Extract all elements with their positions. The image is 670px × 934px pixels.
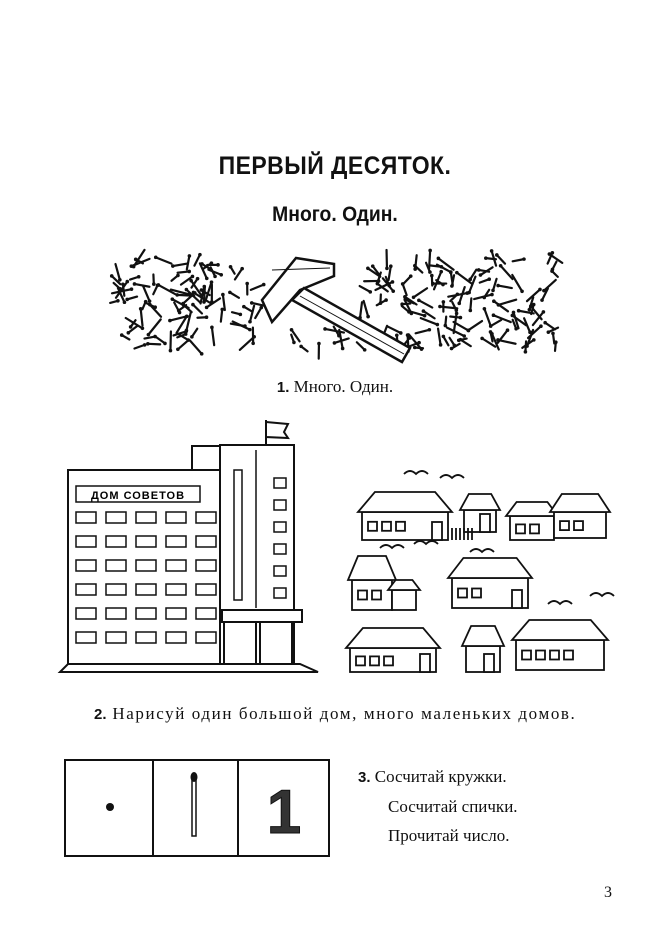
- hammer-icon: [260, 256, 412, 364]
- figure-caption: 1. Много. Один.: [0, 377, 670, 397]
- task-2-text: Нарисуй один большой дом, много маленьки…: [112, 704, 577, 723]
- building-sign: ДОМ СОВЕТОВ: [91, 490, 185, 502]
- task-2-number: 2.: [94, 706, 107, 723]
- dot-icon: [106, 803, 114, 811]
- page-subtitle: Много. Один.: [272, 203, 398, 226]
- task-3-line-2: Сосчитай спички.: [388, 797, 518, 816]
- task-2: 2. Нарисуй один большой дом, много мален…: [66, 703, 626, 726]
- task-3: 3. Сосчитай кружки. Сосчитай спички. Про…: [358, 762, 518, 850]
- task-3-line-3: Прочитай число.: [388, 826, 510, 845]
- task-3-number: 3.: [358, 769, 371, 786]
- page-number: 3: [604, 884, 612, 901]
- page-title: ПЕРВЫЙ ДЕСЯТОК.: [218, 152, 452, 180]
- task-3-line-1: Сосчитай кружки.: [374, 767, 507, 786]
- match-icon: [190, 772, 198, 837]
- figure-number: 1.: [276, 379, 290, 396]
- digit-card: 1: [267, 778, 301, 847]
- nails-icon: [109, 248, 564, 360]
- figure-caption-text: Много. Один.: [293, 377, 394, 396]
